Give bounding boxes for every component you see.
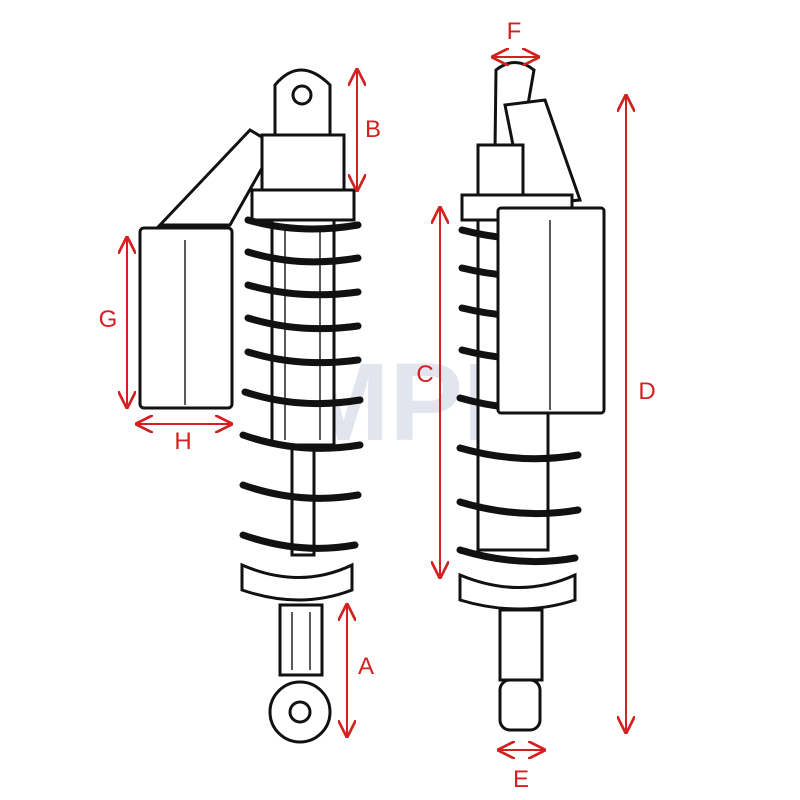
lower-body xyxy=(278,603,324,677)
dimension-label-c: C xyxy=(416,361,433,388)
dimension-H: H xyxy=(137,424,231,455)
left-shock xyxy=(138,68,364,744)
dimension-C: C xyxy=(416,208,440,577)
dimension-label-b: B xyxy=(365,116,381,143)
reservoir xyxy=(138,226,234,410)
dimension-E: E xyxy=(499,750,544,793)
dimension-label-f: F xyxy=(507,18,522,45)
dimension-label-g: G xyxy=(99,306,118,333)
dimension-G: G xyxy=(99,238,127,407)
dimension-D: D xyxy=(626,96,656,732)
dimension-label-d: D xyxy=(638,378,655,405)
body xyxy=(270,218,336,447)
right-shock xyxy=(456,61,606,732)
top-cap xyxy=(260,133,346,192)
dimension-label-h: H xyxy=(174,428,191,455)
dimension-label-a: A xyxy=(358,653,374,680)
left-coil-spring xyxy=(239,216,364,552)
reservoir-right xyxy=(496,206,606,415)
dimension-B: B xyxy=(357,70,381,190)
dimension-A: A xyxy=(347,605,374,736)
dimension-F: F xyxy=(493,18,538,57)
dimension-label-e: E xyxy=(513,766,529,793)
bottom-eye-right xyxy=(498,678,542,732)
spring-seat xyxy=(240,562,354,602)
